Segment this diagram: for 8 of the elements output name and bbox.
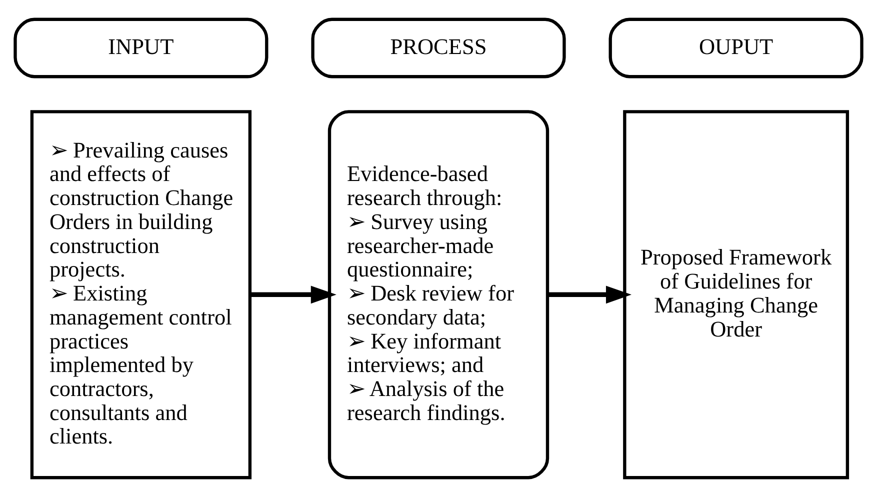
node-box: INPUT <box>14 17 268 78</box>
arrow <box>250 285 336 304</box>
node-box: PROCESS <box>311 17 566 78</box>
node-box: ➢ Prevailing causes and effects of construction Change Orders in building construction projects. ➢ Existing management control practices implemented by contractors, consultants and clients. <box>30 110 252 479</box>
arrow <box>548 285 632 304</box>
node-box: OUPUT <box>608 17 864 78</box>
node-box: Proposed Framework of Guidelines for Managing Change Order <box>623 110 850 479</box>
node-box: Evidence-based research through: ➢ Survey using researcher-made questionnaire; ➢ Desk review for secondary data; ➢ Key informant interviews; and ➢ Analysis of the research findings. <box>328 110 550 479</box>
